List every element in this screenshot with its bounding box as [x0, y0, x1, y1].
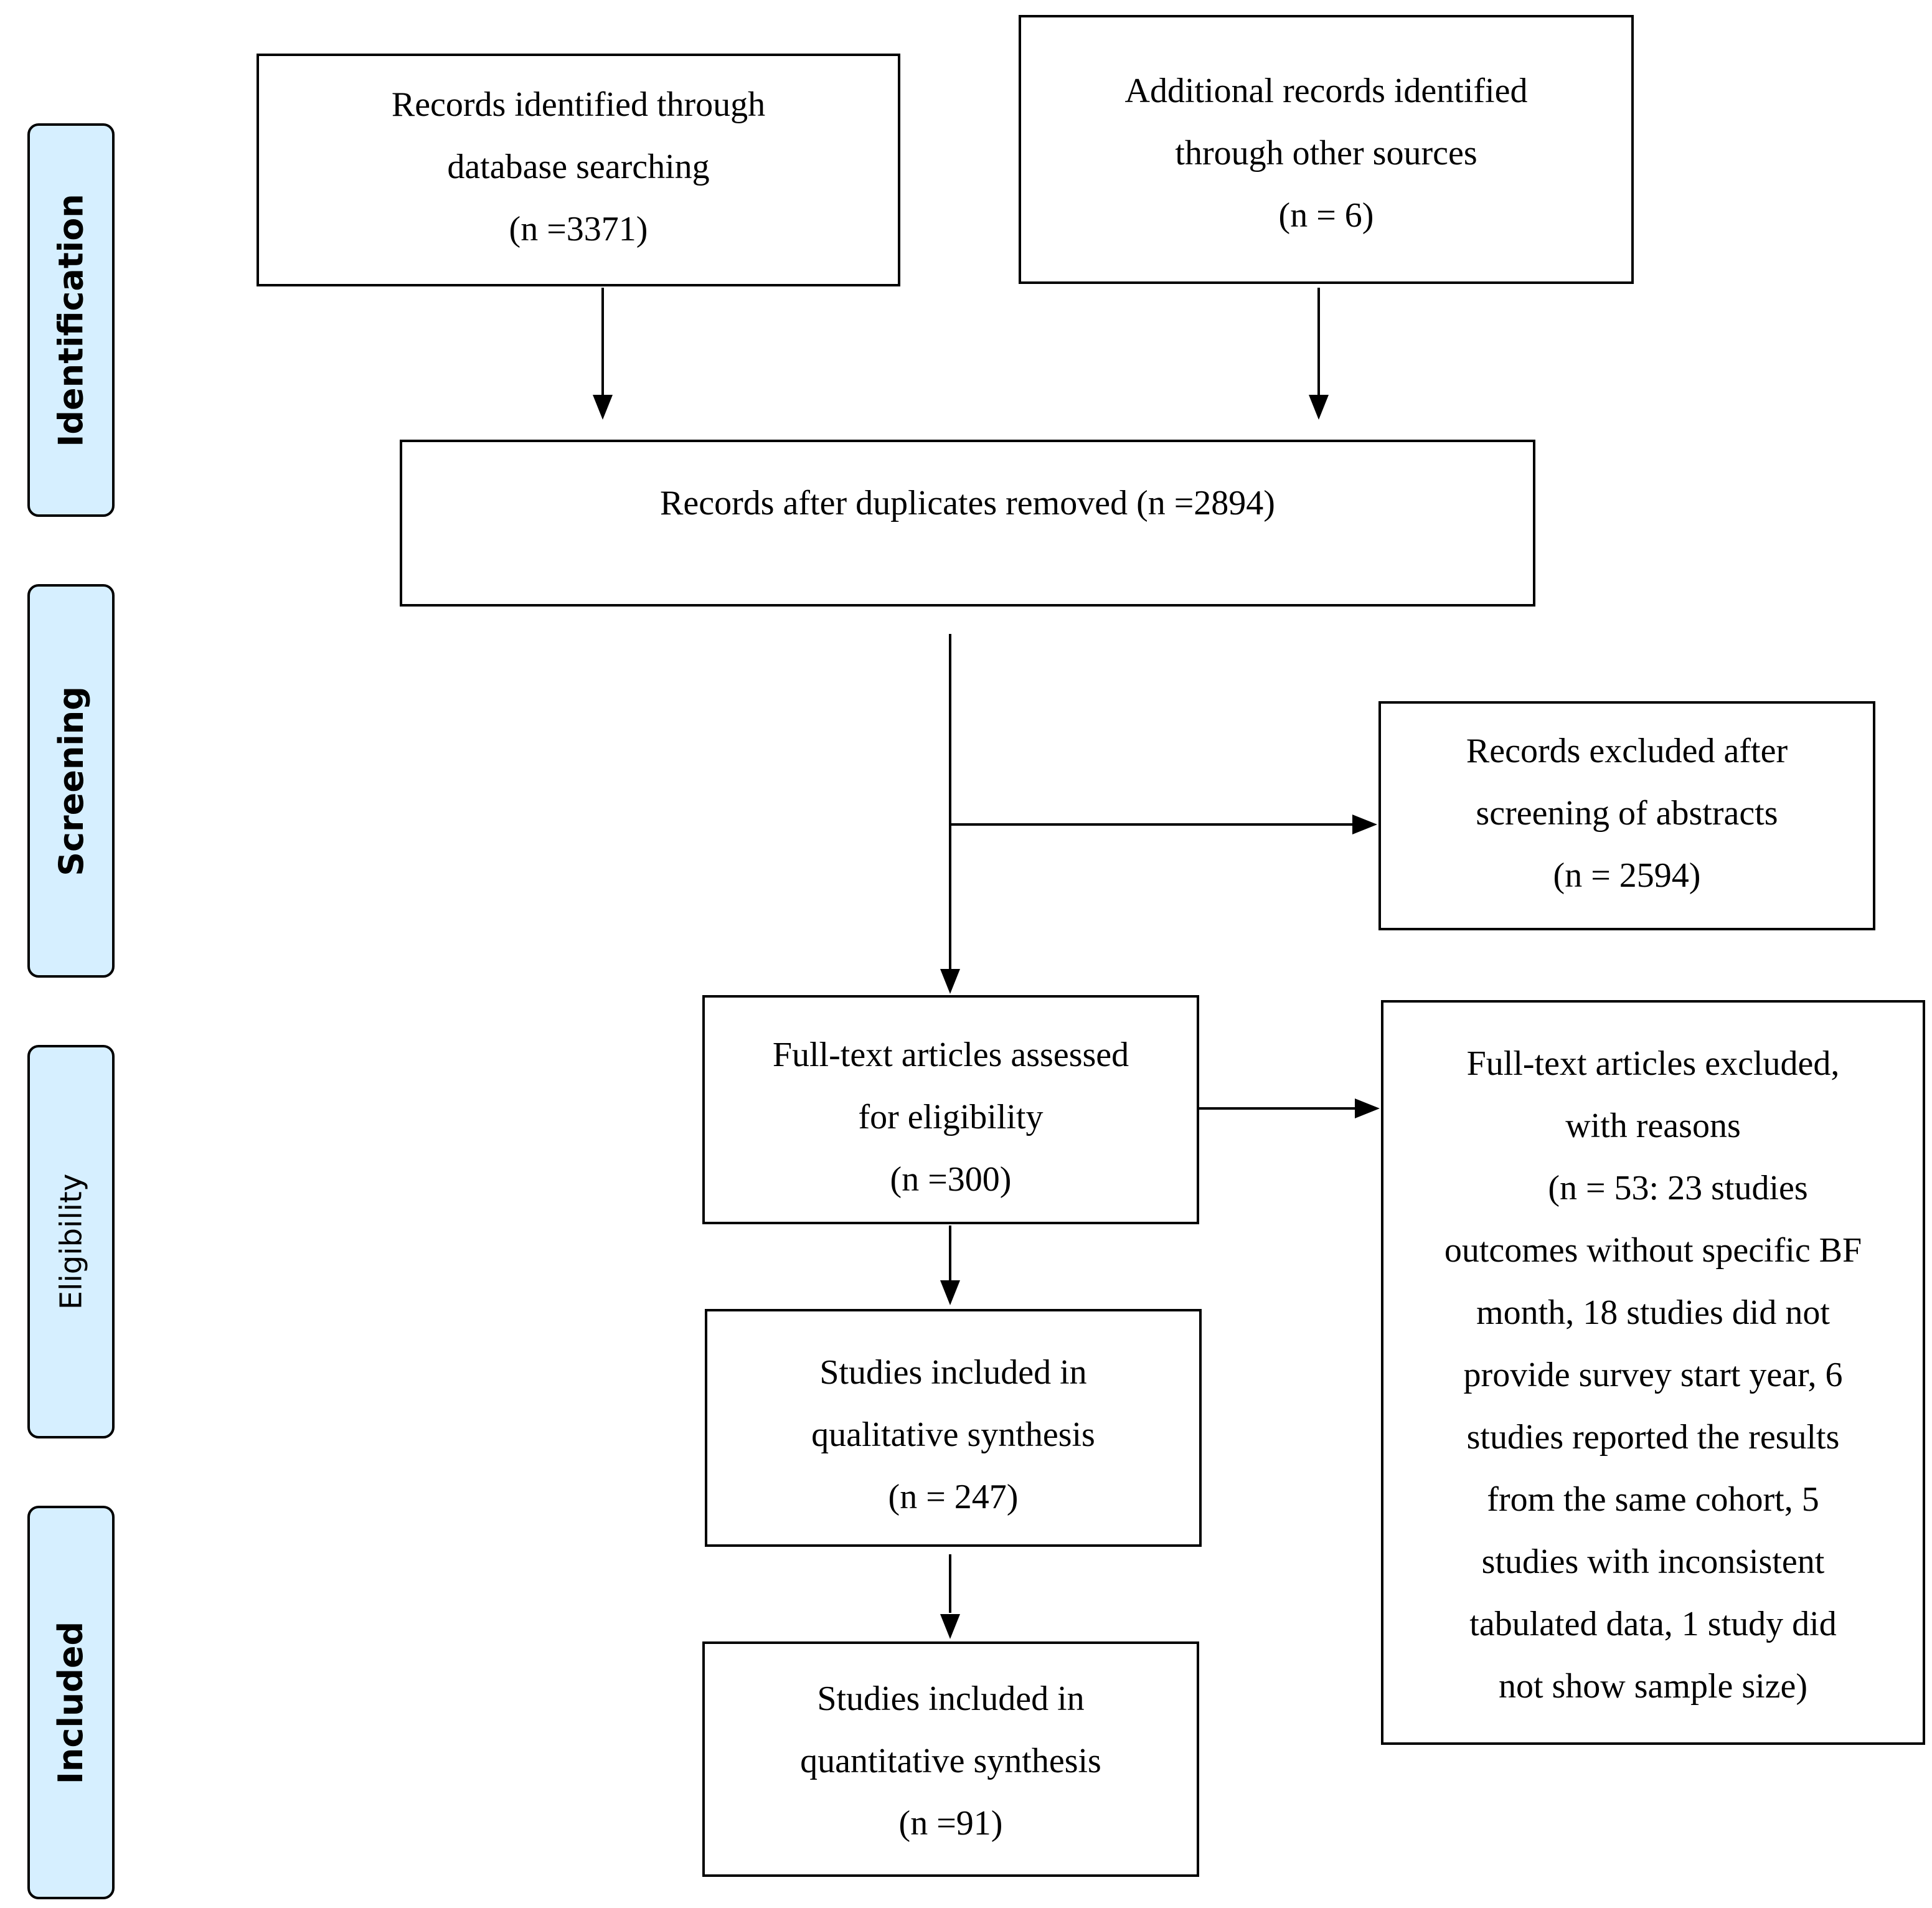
box-fulltext-excluded-line-1: Full-text articles excluded,: [1466, 1044, 1840, 1083]
box-other-sources-line-1: Additional records identified: [1124, 72, 1528, 110]
arrowhead-qualitative: [940, 1280, 960, 1305]
arrowhead-other: [1309, 395, 1329, 420]
box-fulltext-excluded-line-2: with reasons: [1565, 1107, 1741, 1145]
box-fulltext-excluded-line-3: (n = 53: 23 studies: [1548, 1169, 1808, 1207]
stage-screening: Screening: [27, 584, 115, 978]
box-quantitative-line-3: (n =91): [898, 1804, 1003, 1843]
arrowhead-fulltext-excluded: [1355, 1098, 1380, 1118]
box-fulltext-excluded-line-4: outcomes without specific BF: [1444, 1231, 1862, 1270]
stage-identification-label: Identification: [51, 193, 91, 447]
box-fulltext-excluded-line-9: studies with inconsistent: [1481, 1542, 1825, 1581]
box-database-records-line-2: database searching: [447, 148, 710, 186]
box-fulltext-excluded-line-6: provide survey start year, 6: [1463, 1356, 1843, 1394]
box-quantitative-synthesis: Studies included in quantitative synthes…: [702, 1641, 1199, 1877]
box-fulltext-excluded-line-11: not show sample size): [1498, 1667, 1808, 1706]
box-database-records-line-1: Records identified through: [391, 85, 766, 124]
arrowhead-excluded-abstracts: [1352, 815, 1377, 834]
box-database-records: Records identified through database sear…: [257, 54, 900, 286]
box-excluded-abstracts: Records excluded after screening of abst…: [1378, 701, 1875, 930]
box-excluded-abstracts-line-3: (n = 2594): [1553, 856, 1701, 895]
stage-included-label: Included: [51, 1621, 91, 1784]
box-fulltext-assessed: Full-text articles assessed for eligibil…: [702, 995, 1199, 1224]
box-fulltext-assessed-line-1: Full-text articles assessed: [772, 1036, 1129, 1074]
box-fulltext-excluded-line-7: studies reported the results: [1466, 1418, 1840, 1457]
box-other-sources-line-2: through other sources: [1175, 134, 1477, 172]
box-excluded-abstracts-line-1: Records excluded after: [1466, 732, 1788, 770]
stage-eligibility-label: Eligibility: [54, 1173, 89, 1310]
stage-eligibility: Eligibility: [27, 1045, 115, 1438]
box-other-sources: Additional records identified through ot…: [1019, 15, 1634, 284]
box-fulltext-excluded-line-5: month, 18 studies did not: [1476, 1293, 1830, 1332]
box-qualitative-line-3: (n = 247): [888, 1478, 1019, 1516]
box-fulltext-excluded-line-10: tabulated data, 1 study did: [1469, 1605, 1837, 1643]
box-other-sources-line-3: (n = 6): [1278, 196, 1374, 235]
stage-identification: Identification: [27, 123, 115, 517]
stage-screening-label: Screening: [51, 686, 91, 876]
box-after-duplicates-line-1: Records after duplicates removed (n =289…: [660, 484, 1275, 522]
box-fulltext-assessed-line-2: for eligibility: [858, 1098, 1044, 1136]
box-qualitative-line-1: Studies included in: [819, 1353, 1087, 1392]
arrowhead-database: [593, 395, 613, 420]
arrowhead-quantitative: [940, 1614, 960, 1639]
arrowhead-fulltext: [940, 969, 960, 994]
box-excluded-abstracts-line-2: screening of abstracts: [1476, 794, 1778, 833]
box-fulltext-excluded-line-8: from the same cohort, 5: [1487, 1480, 1819, 1519]
box-fulltext-excluded: Full-text articles excluded, with reason…: [1381, 1000, 1925, 1745]
box-after-duplicates: Records after duplicates removed (n =289…: [400, 440, 1535, 607]
box-quantitative-line-2: quantitative synthesis: [800, 1742, 1101, 1780]
stage-included: Included: [27, 1506, 115, 1899]
box-qualitative-line-2: qualitative synthesis: [811, 1415, 1095, 1454]
box-qualitative-synthesis: Studies included in qualitative synthesi…: [705, 1309, 1202, 1547]
box-quantitative-line-1: Studies included in: [817, 1679, 1085, 1718]
box-database-records-line-3: (n =3371): [509, 210, 648, 248]
box-fulltext-assessed-line-3: (n =300): [890, 1160, 1012, 1199]
